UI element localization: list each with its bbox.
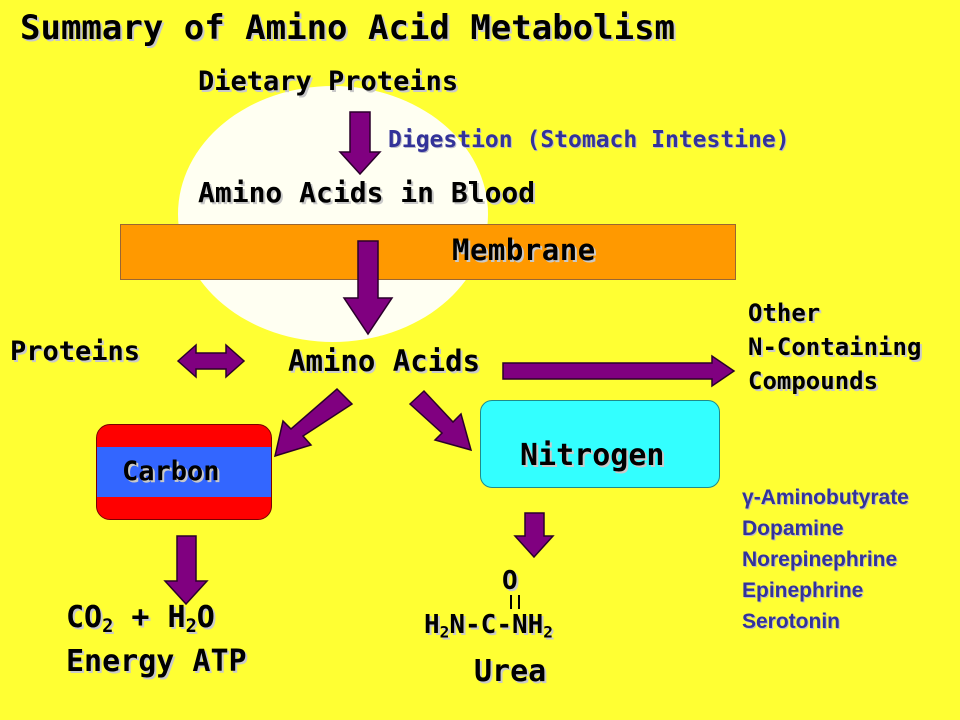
energy-atp-label: Energy ATP <box>66 644 247 679</box>
urea-formula: H2N-C-NH2 <box>424 610 553 642</box>
other-line-3: Compounds <box>748 367 879 395</box>
aminobutyrate-text: -Aminobutyrate <box>753 486 909 509</box>
right-arrow-icon <box>502 354 736 388</box>
membrane-bar <box>120 224 736 280</box>
co-text: CO <box>66 600 103 635</box>
o-text: O <box>196 600 215 635</box>
double-bond-icon <box>510 595 520 609</box>
glow-ellipse <box>178 86 488 342</box>
nh-text: NH <box>511 610 544 640</box>
h-text: H <box>424 610 440 640</box>
other-line-1: Other <box>748 299 821 327</box>
c-text: -C- <box>465 610 512 640</box>
dietary-proteins-label: Dietary Proteins <box>198 66 459 97</box>
other-line-2: N-Containing <box>748 333 922 361</box>
h2-subscript: 2 <box>439 622 450 642</box>
diagonal-arrow-icon <box>408 389 473 452</box>
amino-acids-label: Amino Acids <box>288 344 481 378</box>
carbon-band <box>97 447 271 497</box>
other-compounds-block: Other N-Containing Compounds <box>748 296 921 398</box>
gamma-symbol: γ <box>742 486 754 509</box>
digestion-label: Digestion (Stomach Intestine) <box>388 127 790 153</box>
co2-subscript: 2 <box>102 616 114 638</box>
down-arrow-icon <box>163 535 209 606</box>
n-text: N <box>449 610 466 640</box>
amino-acids-blood-label: Amino Acids in Blood <box>198 176 536 209</box>
membrane-label: Membrane <box>452 233 596 267</box>
double-arrow-icon <box>176 343 246 379</box>
page-title: Summary of Amino Acid Metabolism <box>20 8 676 48</box>
carbon-label: Carbon <box>122 456 220 487</box>
down-arrow-icon <box>342 240 394 336</box>
compound-serotonin: Serotonin <box>742 610 840 633</box>
proteins-label: Proteins <box>10 336 141 367</box>
down-arrow-icon <box>338 111 382 176</box>
compound-list: γ-Aminobutyrate Dopamine Norepinephrine … <box>742 482 909 637</box>
nitrogen-label: Nitrogen <box>520 438 665 473</box>
compound-dopamine: Dopamine <box>742 517 844 540</box>
co2-h2o-formula: CO2 + H2O <box>66 600 215 637</box>
compound-aminobutyrate: γ-Aminobutyrate <box>742 482 909 513</box>
nitrogen-box <box>480 400 720 488</box>
down-arrow-icon <box>513 512 555 559</box>
urea-label: Urea <box>474 654 547 689</box>
h2o-subscript: 2 <box>185 616 197 638</box>
compound-norepinephrine: Norepinephrine <box>742 548 898 571</box>
plus-h-text: + H <box>113 600 186 635</box>
carbon-box <box>96 424 272 520</box>
urea-oxygen: O <box>502 566 518 596</box>
compound-epinephrine: Epinephrine <box>742 579 864 602</box>
diagonal-arrow-icon <box>273 387 354 458</box>
nh2-subscript: 2 <box>543 622 553 642</box>
